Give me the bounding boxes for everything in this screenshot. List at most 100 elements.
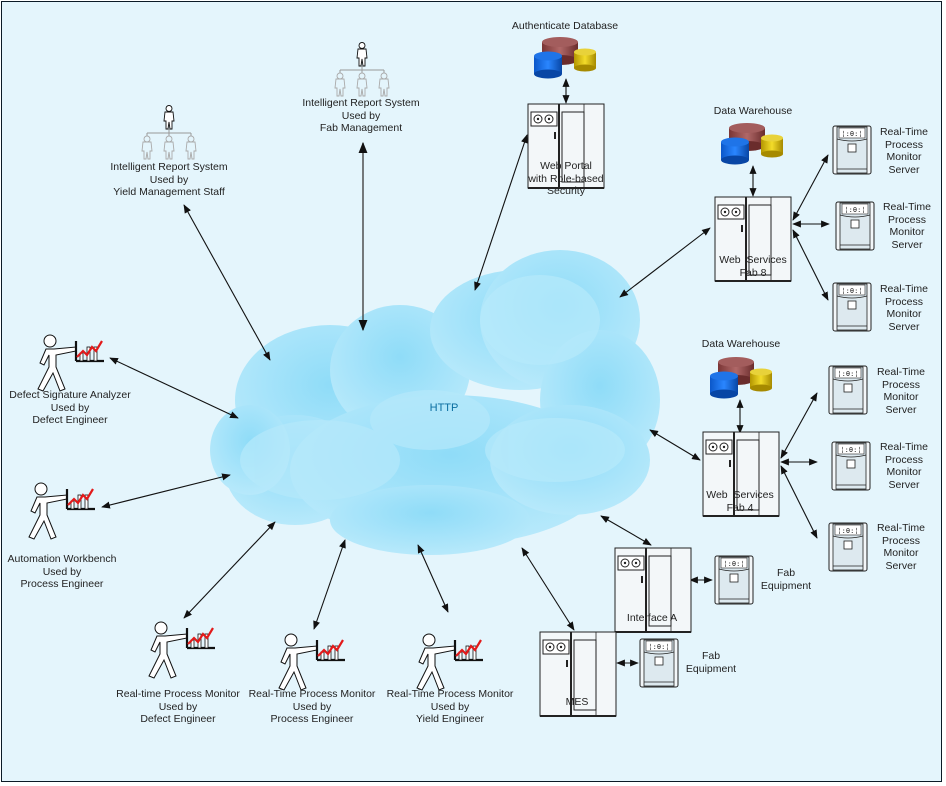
connection-ws-fab4 xyxy=(649,429,701,461)
mes-label: MES xyxy=(566,696,589,709)
irs-fab-label-line: Used by xyxy=(341,109,381,122)
rtpm-fab4-2-label-line: Monitor xyxy=(886,466,922,478)
rtpm-fab4-2-label-line: Process xyxy=(885,453,923,466)
rtpm-fab4-3-label-line: Real-Time xyxy=(876,522,926,534)
dw-fab8-label-line: Data Warehouse xyxy=(713,105,793,117)
database-icon xyxy=(534,37,596,79)
fab-equipment-icon xyxy=(639,638,679,688)
rtpm-yield-label-line: Real-Time Process Monitor xyxy=(386,688,514,700)
rtpm-process-label-line: Real-Time Process Monitor xyxy=(248,688,376,700)
connection-rtpm-defect xyxy=(183,521,276,619)
ws-fab4-label-line: Fab 4 xyxy=(726,501,754,514)
awb-label-line: Used by xyxy=(42,565,82,578)
awb-label-line: Automation Workbench xyxy=(7,553,117,565)
database-icon xyxy=(710,357,772,399)
database-icon xyxy=(721,123,783,165)
rtpm-server-icon xyxy=(832,282,872,332)
auth-db-label: Authenticate Database xyxy=(512,20,618,33)
rtpm-fab8-1-label-line: Monitor xyxy=(886,151,922,163)
presenter-user-icon xyxy=(147,620,217,680)
web-portal-label-line: Security xyxy=(547,185,585,197)
connection-awb xyxy=(101,473,231,509)
web-portal-label-line: Web Portal xyxy=(540,160,592,172)
connection-interface-a xyxy=(600,515,652,546)
presenter-user-icon xyxy=(415,632,485,692)
rtpm-fab8-1-label-line: Server xyxy=(888,163,920,176)
mes-label-line: MES xyxy=(565,696,589,708)
rtpm-defect-label-line: Defect Engineer xyxy=(140,713,216,725)
rtpm-fab8-1-label-line: Process xyxy=(885,138,923,151)
interface-a-label: Interface A xyxy=(627,612,677,625)
rtpm-fab8-2-label-line: Monitor xyxy=(889,226,925,238)
connection-rtpm-fab4-1 xyxy=(780,392,818,459)
ws-fab8-label-line: Web Services xyxy=(719,254,787,266)
irs-fab-label-line: Intelligent Report System xyxy=(302,97,420,109)
rtpm-process-label-line: Process Engineer xyxy=(270,713,354,725)
rtpm-fab4-2-label-line: Real-Time xyxy=(879,441,929,453)
fab-eq-1-label-line: Equipment xyxy=(760,579,812,592)
dw-fab4-label: Data Warehouse xyxy=(702,338,780,351)
dsa-label-line: Defect Engineer xyxy=(32,414,108,426)
connection-rtpm-fab4-3 xyxy=(780,465,818,539)
rtpm-process-label-line: Used by xyxy=(292,700,332,713)
fab-equipment-icon xyxy=(714,555,754,605)
connection-web-portal xyxy=(474,134,528,291)
connection-dsa xyxy=(109,357,239,419)
connection-rtpm-process xyxy=(313,539,346,630)
ws-fab8-label-line: Fab 8 xyxy=(739,266,767,279)
presenter-user-icon xyxy=(27,481,97,541)
connection-lines xyxy=(101,78,830,667)
rtpm-fab4-1-label-line: Process xyxy=(882,378,920,391)
rtpm-server-icon xyxy=(835,201,875,251)
interface-a-label-line: Interface A xyxy=(626,612,678,624)
rtpm-server-icon xyxy=(831,441,871,491)
http-cloud xyxy=(210,250,660,555)
irs-fab-label-line: Fab Management xyxy=(319,122,403,134)
connection-rtpm-yield xyxy=(417,544,449,613)
irs-yield-label-line: Used by xyxy=(149,173,189,186)
org-chart-users-icon xyxy=(334,42,390,97)
rtpm-server-icon xyxy=(828,365,868,415)
connection-irs-yield xyxy=(183,204,271,361)
rtpm-defect-label-line: Used by xyxy=(158,700,198,713)
fab-eq-1-label-line: Fab xyxy=(776,567,796,579)
presenter-user-icon xyxy=(36,333,106,393)
rtpm-fab4-1-label-line: Monitor xyxy=(883,391,919,403)
connection-rtpm-fab8-1 xyxy=(792,154,829,221)
dw-fab8-label: Data Warehouse xyxy=(714,105,792,118)
rtpm-fab8-3-label-line: Real-Time xyxy=(879,283,929,295)
org-chart-users-icon xyxy=(141,105,197,160)
fab-eq-2-label-line: Equipment xyxy=(685,662,737,675)
dsa-label-line: Used by xyxy=(50,401,90,414)
rtpm-fab4-1-label-line: Server xyxy=(885,403,917,416)
dw-fab4-label-line: Data Warehouse xyxy=(701,338,781,350)
auth-db-label-line: Authenticate Database xyxy=(511,20,619,32)
rtpm-fab8-2-label-line: Real-Time xyxy=(882,201,932,213)
web-portal-label-line: with Role-based xyxy=(528,172,604,185)
rtpm-fab4-1-label-line: Real-Time xyxy=(876,366,926,378)
rtpm-yield-label-line: Yield Engineer xyxy=(416,713,484,725)
connection-mes xyxy=(521,547,575,631)
awb-label-line: Process Engineer xyxy=(20,578,104,590)
rtpm-fab4-3-label-line: Process xyxy=(882,534,920,547)
rtpm-fab8-1-label-line: Real-Time xyxy=(879,126,929,138)
rtpm-fab4-2-label-line: Server xyxy=(888,478,920,491)
cloud-label: HTTP xyxy=(430,402,459,414)
rtpm-fab4-3-label-line: Server xyxy=(885,559,917,572)
presenter-user-icon xyxy=(277,632,347,692)
